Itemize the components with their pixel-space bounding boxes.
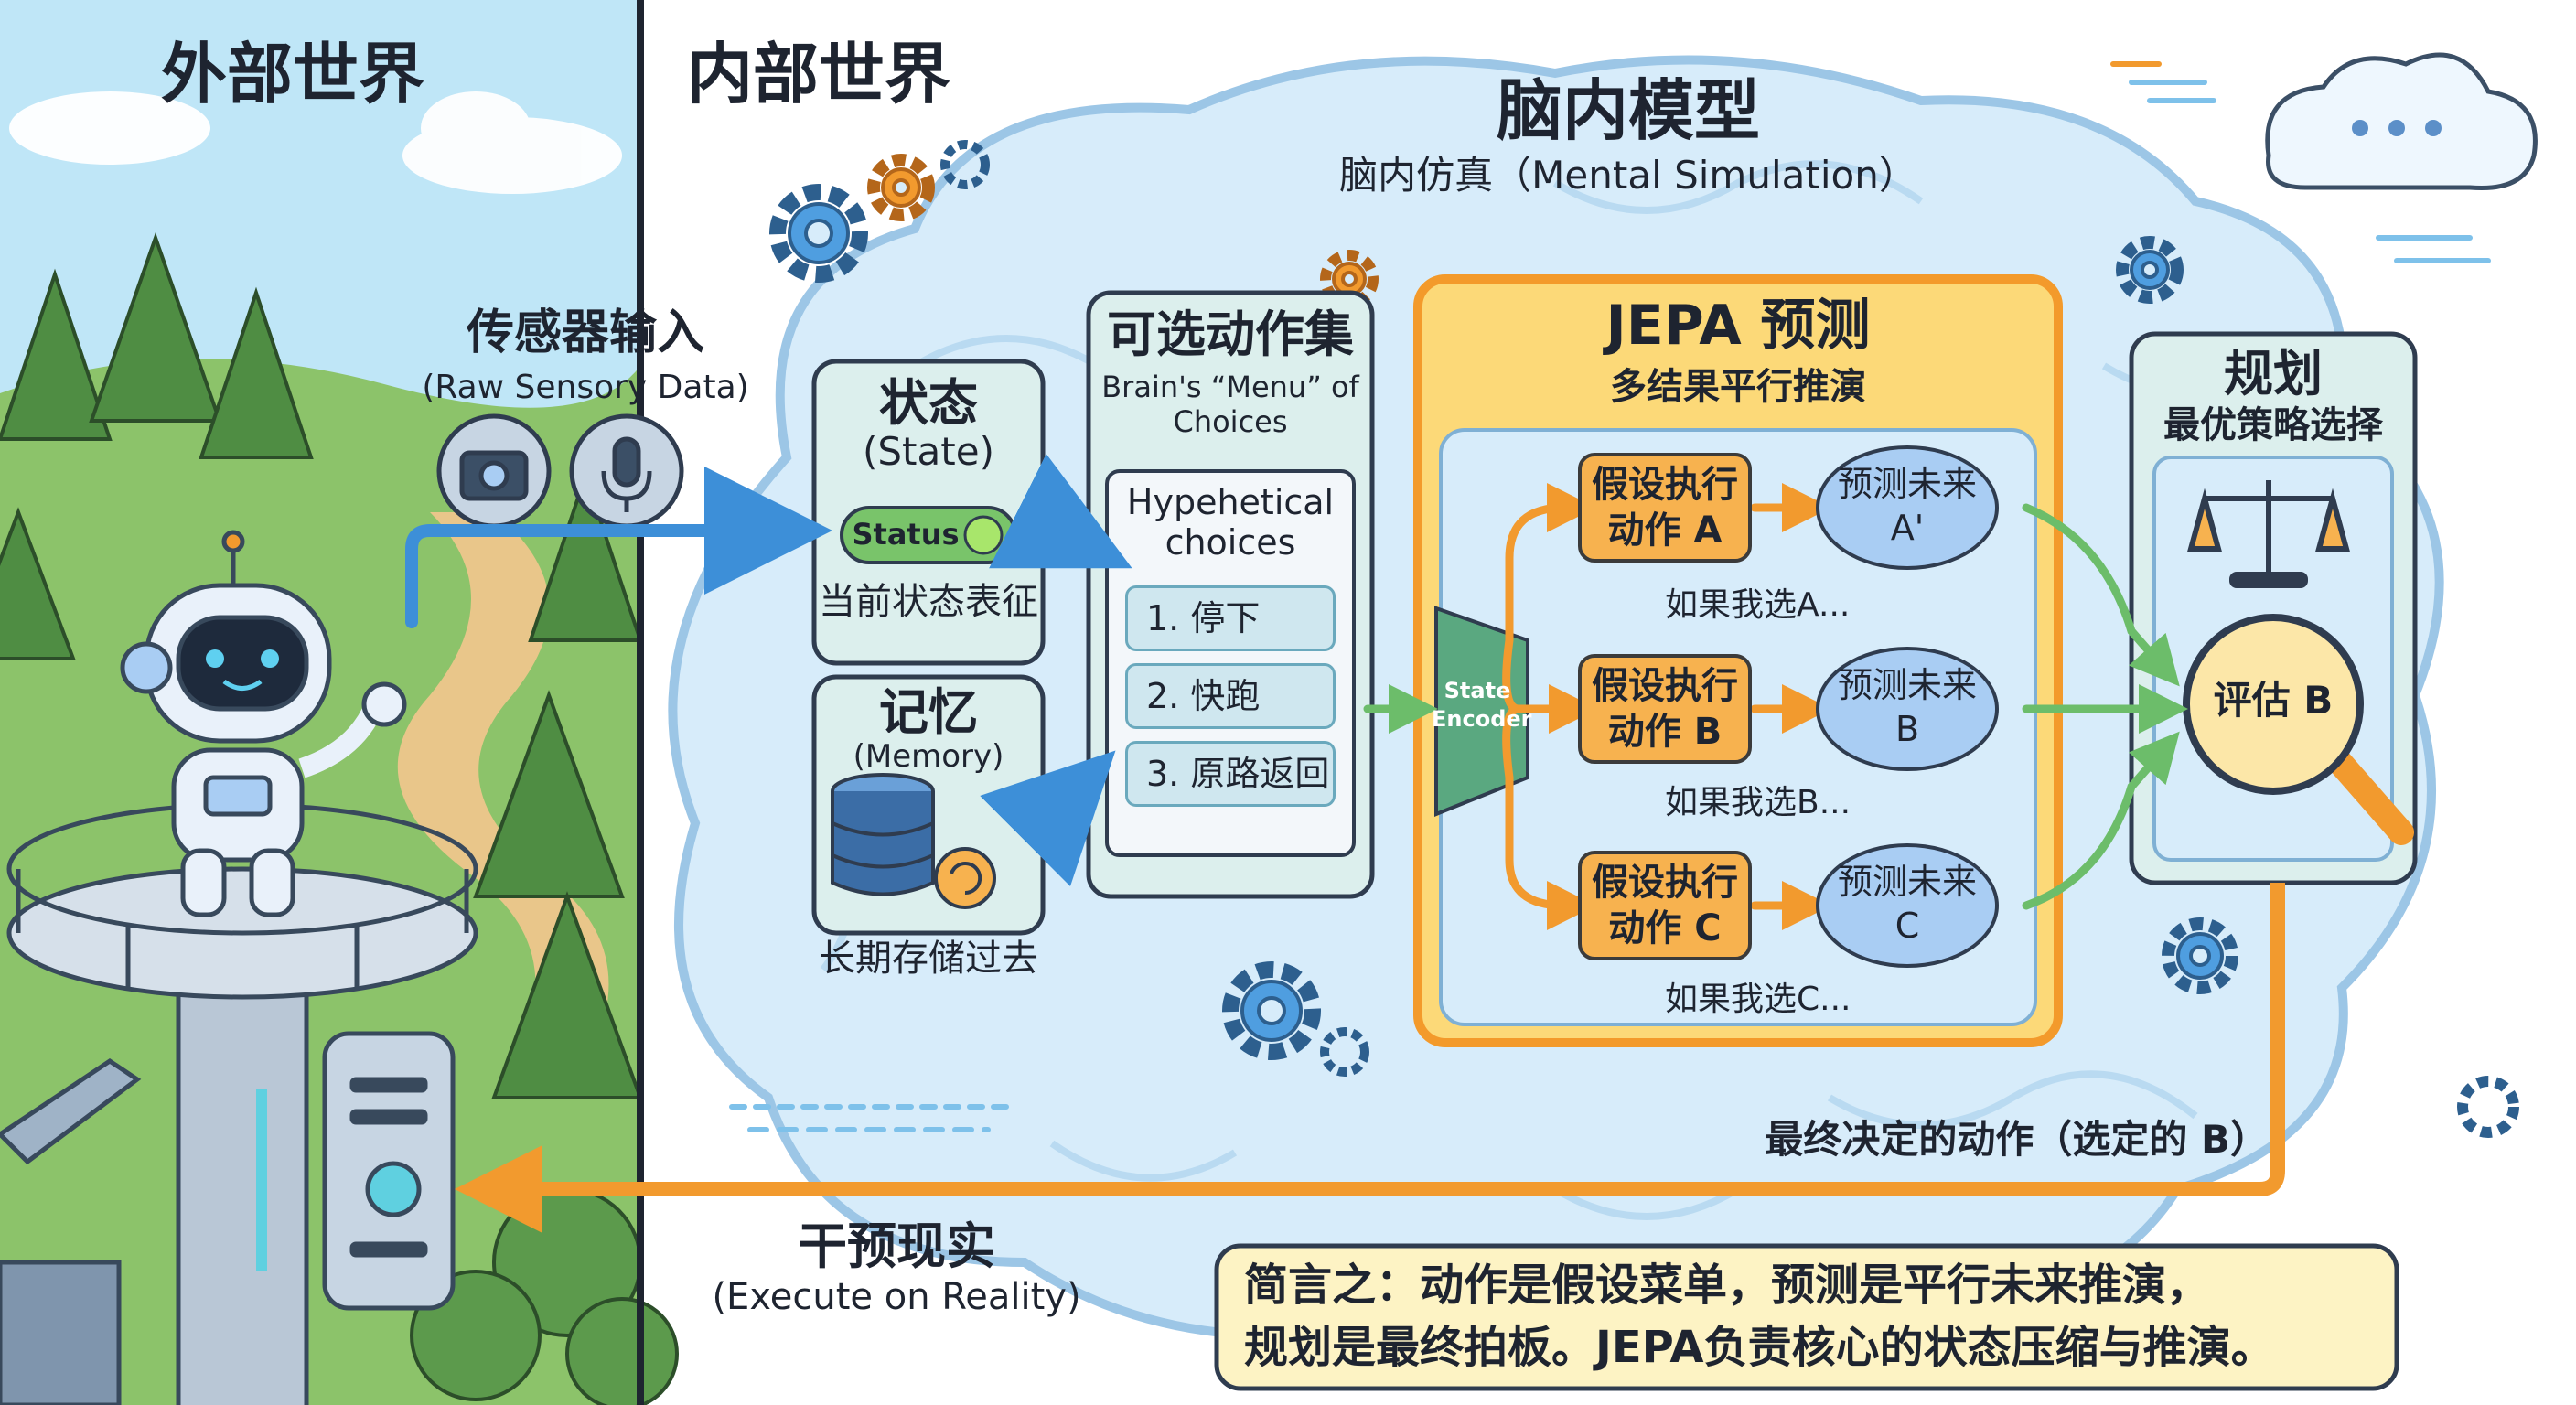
magnifier-icon [2183,614,2414,845]
choices-title-line2: choices [1165,522,1296,563]
memory-caption: 长期存储过去 [819,938,1038,980]
summary-box [1214,1243,2399,1391]
camera-icon [436,413,552,529]
execute-subtitle: (Execute on Reality) [712,1276,1081,1318]
door-control [322,1031,456,1311]
state-caption: 当前状态表征 [819,581,1038,623]
status-badge: Status [852,517,960,552]
database-icon [831,773,935,896]
blue-arrows [405,454,1132,886]
if-selected-a: 如果我选A... [1665,586,1851,624]
jepa-subtitle: 多结果平行推演 [1610,366,1866,408]
state-subtitle: (State) [863,429,994,474]
encoder-line1: State [1444,678,1511,703]
gear-icon [769,140,2519,1138]
menu-title: 可选动作集 [1107,306,1354,363]
execute-arrow [455,883,2285,1233]
choice-item: 2. 快跑 [1125,663,1336,729]
memory-title: 记忆 [879,683,978,741]
planning-subtitle: 最优策略选择 [2163,404,2383,446]
deco-lines [729,61,2491,1132]
execute-title: 干预现实 [798,1217,995,1275]
summary-line2: 规划是最终拍板。JEPA负责核心的状态压缩与推演。 [1244,1322,2275,1373]
internal-world-title: 内部世界 [686,36,950,113]
menu-subtitle-line2: Choices [1173,404,1288,439]
robot [120,530,407,917]
menu-subtitle-line1: Brain's “Menu” of [1101,370,1359,404]
observation-tower [0,802,478,1405]
evaluate-label: 评估 B [2213,678,2334,723]
world-divider [637,0,644,1405]
scales-icon [2187,480,2350,588]
sensor-title: 传感器输入 [466,306,704,360]
if-selected-b: 如果我选B... [1665,784,1852,821]
microphone-icon [569,413,684,529]
left-clouds [9,91,622,194]
choice-item: 1. 停下 [1125,585,1336,651]
final-action-label: 最终决定的动作（选定的 B） [1765,1117,2269,1162]
pine-trees [0,231,643,1099]
external-world-title: 外部世界 [160,36,424,113]
summary-line1: 简言之：动作是假设菜单，预测是平行未来推演， [1244,1260,2211,1311]
memory-subtitle: (Memory) [853,738,1004,775]
hypothetical-action-c: 假设执行动作 C [1578,851,1752,960]
jepa-title: JEPA 预测 [1605,294,1871,358]
brain-subtitle: 脑内仿真（Mental Simulation） [1339,153,1917,198]
sensor-subtitle: (Raw Sensory Data) [422,369,749,406]
choices-title-line1: Hypehetical [1126,482,1335,522]
brain-title: 脑内模型 [1496,72,1760,149]
refresh-icon [934,847,996,909]
hypothetical-action-b: 假设执行动作 B [1578,654,1752,764]
encoder-line2: Encoder [1432,706,1532,732]
jepa-arrows [1502,483,1831,930]
choice-item: 3. 原路返回 [1125,741,1336,807]
cloud-icon [2265,52,2538,191]
if-selected-c: 如果我选C... [1665,981,1852,1018]
hypothetical-action-a: 假设执行动作 A [1578,453,1752,563]
state-title: 状态 [879,374,978,432]
green-arrows [1363,503,2188,910]
planning-title: 规划 [2224,345,2323,402]
